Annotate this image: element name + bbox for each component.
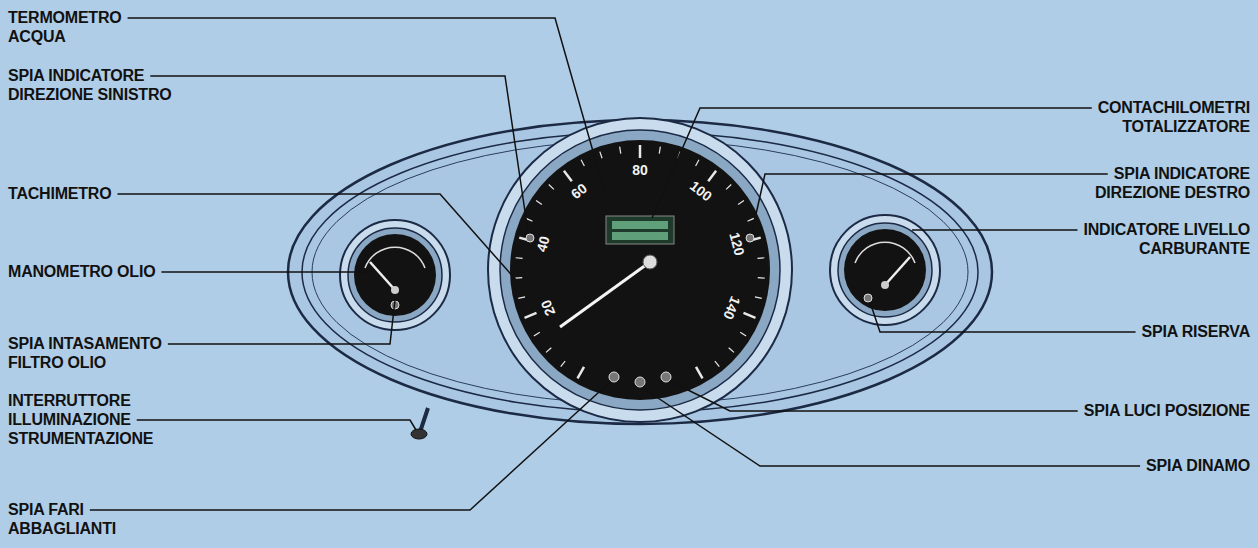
callout-label: SPIA FARI ABBAGLIANTI	[8, 500, 138, 538]
leader-line	[670, 381, 1078, 411]
leader-line	[161, 271, 375, 273]
leader-line	[870, 302, 1136, 332]
callout-label: SPIA INDICATORE DIREZIONE DESTRO	[1065, 164, 1250, 202]
leader-line	[90, 382, 610, 510]
leader-line	[652, 108, 1092, 218]
callout-label: INDICATORE LIVELLO CARBURANTE	[1050, 220, 1250, 258]
leader-line	[150, 76, 528, 232]
dial-number: 80	[632, 162, 648, 178]
callout-label: MANOMETRO OLIO	[8, 262, 155, 281]
callout-label: SPIA INDICATORE DIREZIONE SINISTRO	[8, 66, 208, 104]
leader-line	[128, 18, 604, 190]
leader-line	[643, 388, 1140, 466]
callout-label: TACHIMETRO	[8, 184, 111, 203]
leader-line	[168, 300, 395, 344]
callout-label: TERMOMETRO ACQUA	[8, 8, 148, 46]
callout-label: SPIA DINAMO	[1146, 456, 1250, 475]
callout-label: CONTACHILOMETRI TOTALIZZATORE	[1075, 98, 1250, 136]
callout-label: SPIA LUCI POSIZIONE	[1084, 401, 1250, 420]
leader-line	[752, 174, 1108, 232]
leader-line	[912, 229, 1078, 231]
callout-label: INTERRUTTORE ILLUMINAZIONE STRUMENTAZION…	[8, 391, 173, 448]
callout-label: SPIA INTASAMENTO FILTRO OLIO	[8, 334, 198, 372]
callout-label: SPIA RISERVA	[1142, 322, 1250, 341]
leader-line	[137, 420, 416, 430]
leader-line	[117, 194, 516, 280]
